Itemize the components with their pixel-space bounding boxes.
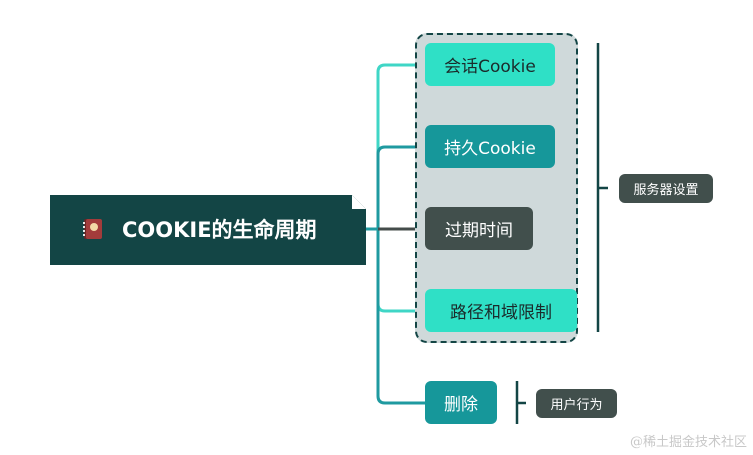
node-persistent-cookie[interactable]: 持久Cookie: [425, 125, 555, 168]
node-session-cookie[interactable]: 会话Cookie: [425, 43, 555, 86]
connector-persist: [376, 145, 425, 229]
connector-session: [376, 63, 425, 229]
summary-server-settings[interactable]: 服务器设置: [619, 174, 713, 203]
root-title: COOKIE的生命周期: [122, 218, 317, 242]
node-delete[interactable]: 删除: [425, 381, 497, 424]
node-expiration-time[interactable]: 过期时间: [425, 207, 533, 250]
node-path-domain-limit[interactable]: 路径和域限制: [425, 289, 577, 332]
root-topic[interactable]: COOKIE的生命周期: [50, 195, 366, 265]
watermark: @稀土掘金技术社区: [629, 435, 747, 450]
connector-delete: [376, 229, 425, 405]
summary-user-behavior[interactable]: 用户行为: [536, 389, 617, 418]
summary-bracket-server: [596, 43, 608, 332]
notebook-icon: [83, 219, 102, 239]
summary-bracket-user: [515, 381, 526, 424]
